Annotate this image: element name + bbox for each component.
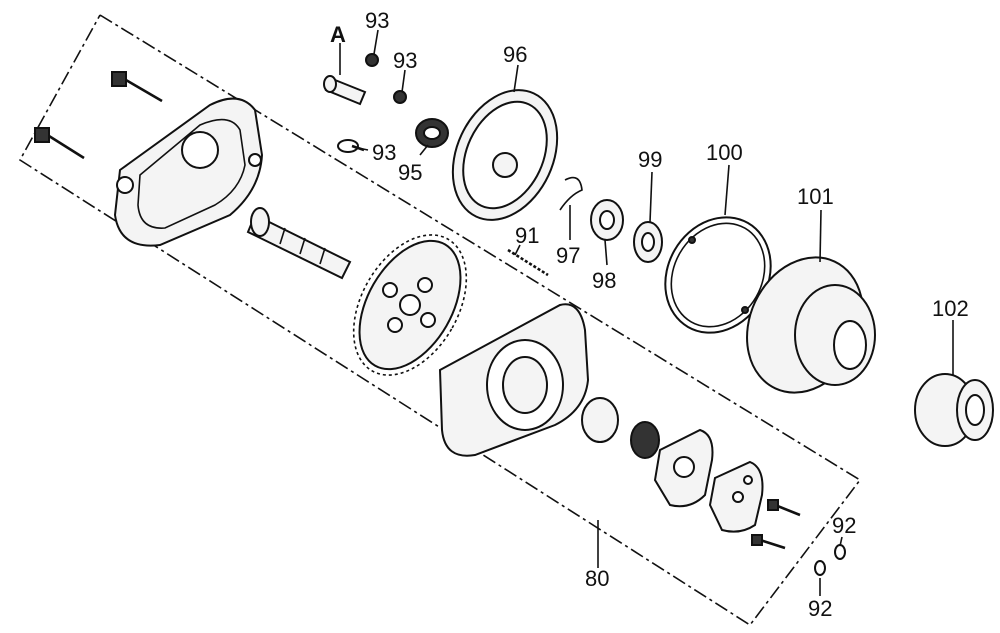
small-gear-assembly [581,397,764,533]
left-cover [113,97,264,247]
spring-91 [507,248,549,277]
lower-housing [438,303,590,457]
gear-102 [914,373,994,447]
clip-97 [559,176,583,211]
flange-101 [746,256,876,394]
drum-96 [451,89,559,221]
washer-99 [633,221,663,263]
assembly-boundary [18,14,862,627]
callout-93-c: 93 [372,140,396,165]
callout-96: 96 [503,42,527,67]
callout-93-b: 93 [393,48,417,73]
callout-98: 98 [592,268,616,293]
spring-95 [415,118,449,148]
callout-92-bottom: 92 [808,596,832,621]
callout-92-top: 92 [832,513,856,538]
callout-91: 91 [515,223,539,248]
callout-97: 97 [556,243,580,268]
callout-80: 80 [585,566,609,591]
callout-100: 100 [706,140,743,165]
starter-shaft [246,207,352,280]
bolt-lower-left [34,127,85,160]
bolts-lower-right [751,499,801,550]
callout-101: 101 [797,184,834,209]
pin-a [323,75,367,106]
nut-98 [590,199,624,241]
washers-92 [814,544,846,576]
marker-a-label: A [330,22,346,47]
bolt-upper-left [111,71,163,103]
large-driven-gear [352,234,468,376]
callout-99: 99 [638,147,662,172]
leader-lines [339,29,954,596]
callout-93-a: 93 [365,8,389,33]
callout-102: 102 [932,296,969,321]
callout-95: 95 [398,160,422,185]
